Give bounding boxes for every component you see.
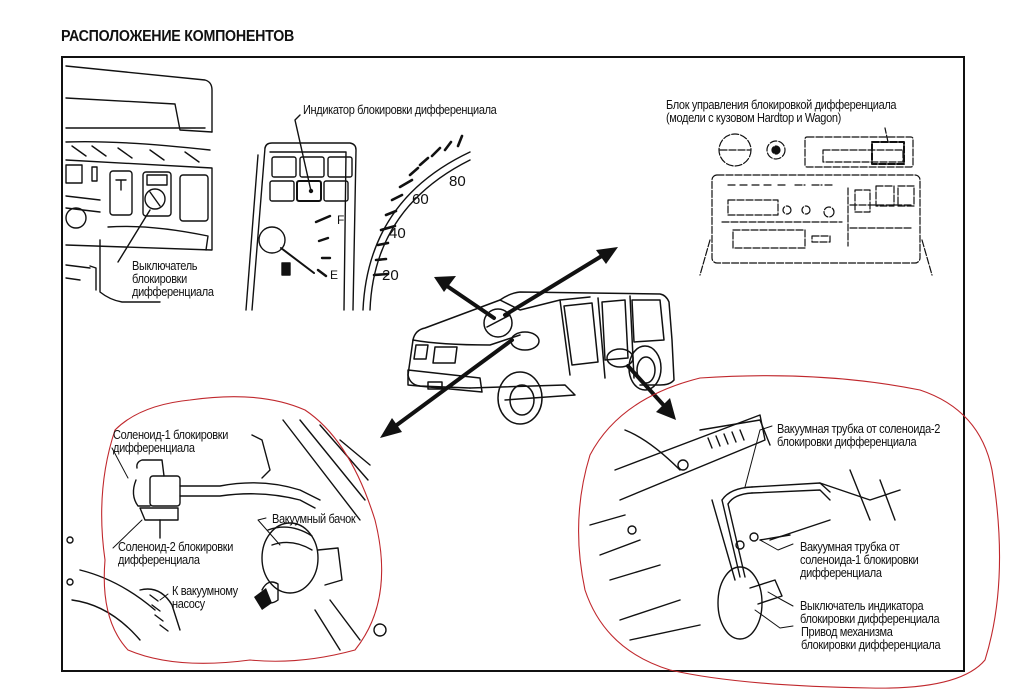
label-solenoid-1: Соленоид-1 блокировки дифференциала <box>113 428 229 455</box>
arrow-heads <box>380 247 676 438</box>
leader-lines <box>111 425 794 629</box>
pump-direction-arrow <box>254 588 272 610</box>
label-control-unit: Блок управления блокировкой дифференциал… <box>666 98 897 125</box>
label-tube-from-solenoid-2: Вакуумная трубка от соленоида-2 блокиров… <box>777 422 940 449</box>
control-unit-illustration <box>699 127 933 276</box>
fuel-empty-mark: E <box>330 268 338 282</box>
speed-tick-40: 40 <box>389 225 406 242</box>
pointer-arrows <box>388 252 670 432</box>
label-to-vacuum-pump: К вакуумному насосу <box>172 584 238 611</box>
label-differential-lock-indicator: Индикатор блокировки дифференциала <box>303 103 497 117</box>
page-title: РАСПОЛОЖЕНИЕ КОМПОНЕНТОВ <box>61 28 295 45</box>
speed-tick-20: 20 <box>382 267 399 284</box>
speed-tick-80: 80 <box>449 173 466 190</box>
speed-tick-60: 60 <box>412 191 429 208</box>
vehicle-illustration <box>407 291 675 425</box>
label-vacuum-tank: Вакуумный бачок <box>272 512 356 526</box>
fuel-full-mark: F <box>337 213 344 227</box>
diagram-frame <box>61 56 965 672</box>
label-lock-switch: Выключатель блокировки дифференциала <box>132 259 214 299</box>
solenoid-illustration <box>66 419 387 651</box>
dashboard-illustration <box>65 65 213 303</box>
label-solenoid-2: Соленоид-2 блокировки дифференциала <box>118 540 234 567</box>
speedometer <box>362 134 471 311</box>
label-tube-from-solenoid-1: Вакуумная трубка от соленоида-1 блокиров… <box>800 540 919 580</box>
label-lock-actuator: Привод механизма блокировки дифференциал… <box>801 625 941 652</box>
instrument-cluster <box>245 114 357 311</box>
actuator-illustration <box>589 414 901 641</box>
red-annotation-outlines <box>101 375 1001 689</box>
label-indicator-switch: Выключатель индикатора блокировки диффер… <box>800 599 940 626</box>
